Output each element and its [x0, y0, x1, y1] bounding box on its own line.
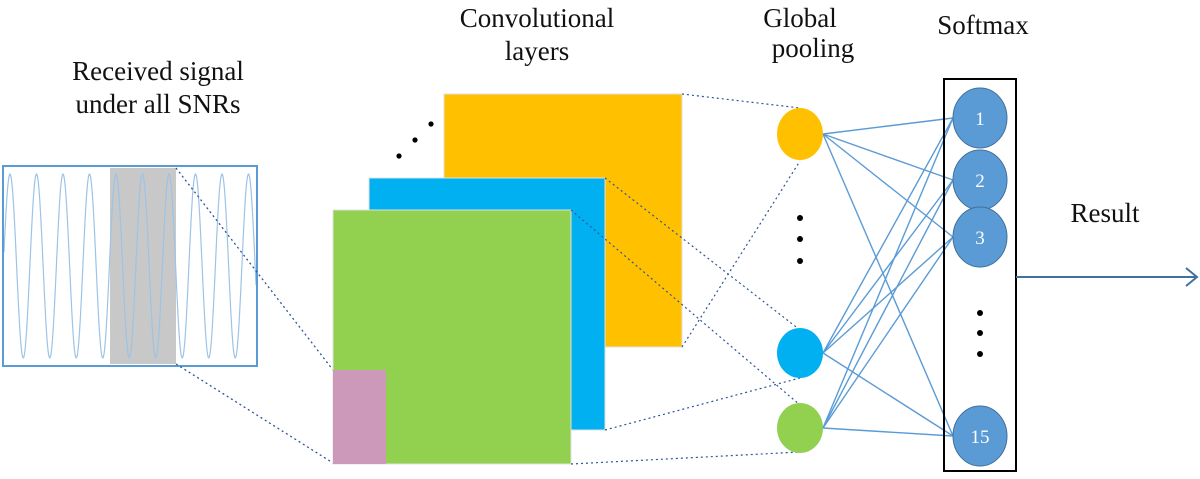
connection-line	[822, 236, 954, 354]
pool-node-blue	[777, 328, 823, 378]
softmax-ellipsis-dot	[977, 351, 983, 357]
layer-ellipsis-dot	[428, 121, 434, 127]
softmax-ellipsis-dot	[977, 330, 983, 336]
softmax-node-label: 3	[975, 228, 985, 249]
softmax-node-label: 1	[975, 109, 985, 130]
input-label-line2: under all SNRs	[76, 89, 241, 119]
signal-waveform	[4, 173, 256, 359]
connection-line	[822, 117, 954, 354]
pool-label-line2: pooling	[772, 33, 855, 63]
softmax-box	[943, 78, 1017, 472]
softmax-node-label: 2	[975, 171, 985, 192]
projection-line-bottom	[175, 363, 334, 464]
pool-ellipsis-dot	[797, 215, 803, 221]
connection-line	[822, 427, 954, 437]
layer-ellipsis-dot	[396, 153, 402, 159]
conv-label-line1: Convolutional	[460, 3, 615, 33]
softmax-node-3: 3	[952, 206, 1008, 268]
pool-link-green-bottom	[570, 451, 801, 465]
pool-ellipsis-dot	[797, 236, 803, 242]
fully-connected-links	[822, 117, 954, 437]
signal-window-highlight	[110, 168, 176, 364]
pool-ellipsis-dot	[797, 258, 803, 264]
pool-link-orange-bottom	[681, 160, 801, 348]
conv-label-line2: layers	[505, 36, 569, 66]
input-label-line1: Received signal	[72, 56, 244, 86]
connection-line	[822, 117, 954, 135]
pool-node-green	[777, 403, 823, 453]
softmax-ellipsis-dot	[977, 310, 983, 316]
pool-link-green-top	[570, 209, 801, 406]
pool-link-orange-top	[681, 93, 801, 109]
connection-line	[822, 133, 954, 238]
softmax-node-2: 2	[952, 149, 1008, 211]
softmax-label: Softmax	[937, 10, 1029, 40]
signal-frame	[2, 165, 258, 367]
pool-link-blue-bottom	[604, 377, 801, 431]
result-arrow	[1016, 267, 1199, 287]
pool-node-orange	[777, 108, 823, 160]
projection-line-top	[175, 167, 334, 371]
layer-ellipsis-dot	[412, 137, 418, 143]
connection-line	[822, 179, 954, 354]
connection-line	[822, 117, 954, 429]
connection-line	[822, 236, 954, 429]
softmax-node-1: 1	[952, 87, 1008, 149]
input-signal	[2, 165, 258, 367]
pool-label-line1: Global	[763, 3, 837, 33]
connection-line	[822, 133, 954, 181]
softmax-node-label: 15	[971, 427, 990, 448]
conv-kernel	[333, 370, 386, 464]
connection-line	[822, 179, 954, 429]
softmax-node-15: 15	[952, 405, 1008, 467]
result-label: Result	[1070, 198, 1140, 228]
pool-link-blue-top	[604, 177, 801, 331]
connection-line	[822, 133, 954, 437]
connection-line	[822, 352, 954, 437]
